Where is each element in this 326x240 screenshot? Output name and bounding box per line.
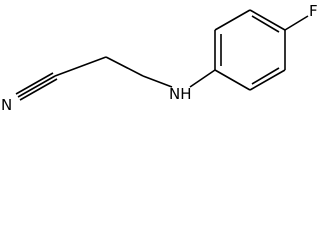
nitrile-nitrogen-label: N (1, 96, 12, 114)
chemical-structure: N NH F (1, 2, 318, 114)
amine-nh-label: NH (169, 85, 192, 103)
nitrile-triple-bond (15, 72, 58, 101)
amine-ring-bond (189, 69, 216, 88)
benzene-ring (214, 9, 286, 91)
chain-bond-1 (54, 56, 107, 77)
chain-bond-2 (105, 56, 144, 77)
fluorine-bond (284, 15, 309, 31)
fluorine-label: F (309, 2, 318, 20)
chain-bond-3 (142, 75, 173, 88)
